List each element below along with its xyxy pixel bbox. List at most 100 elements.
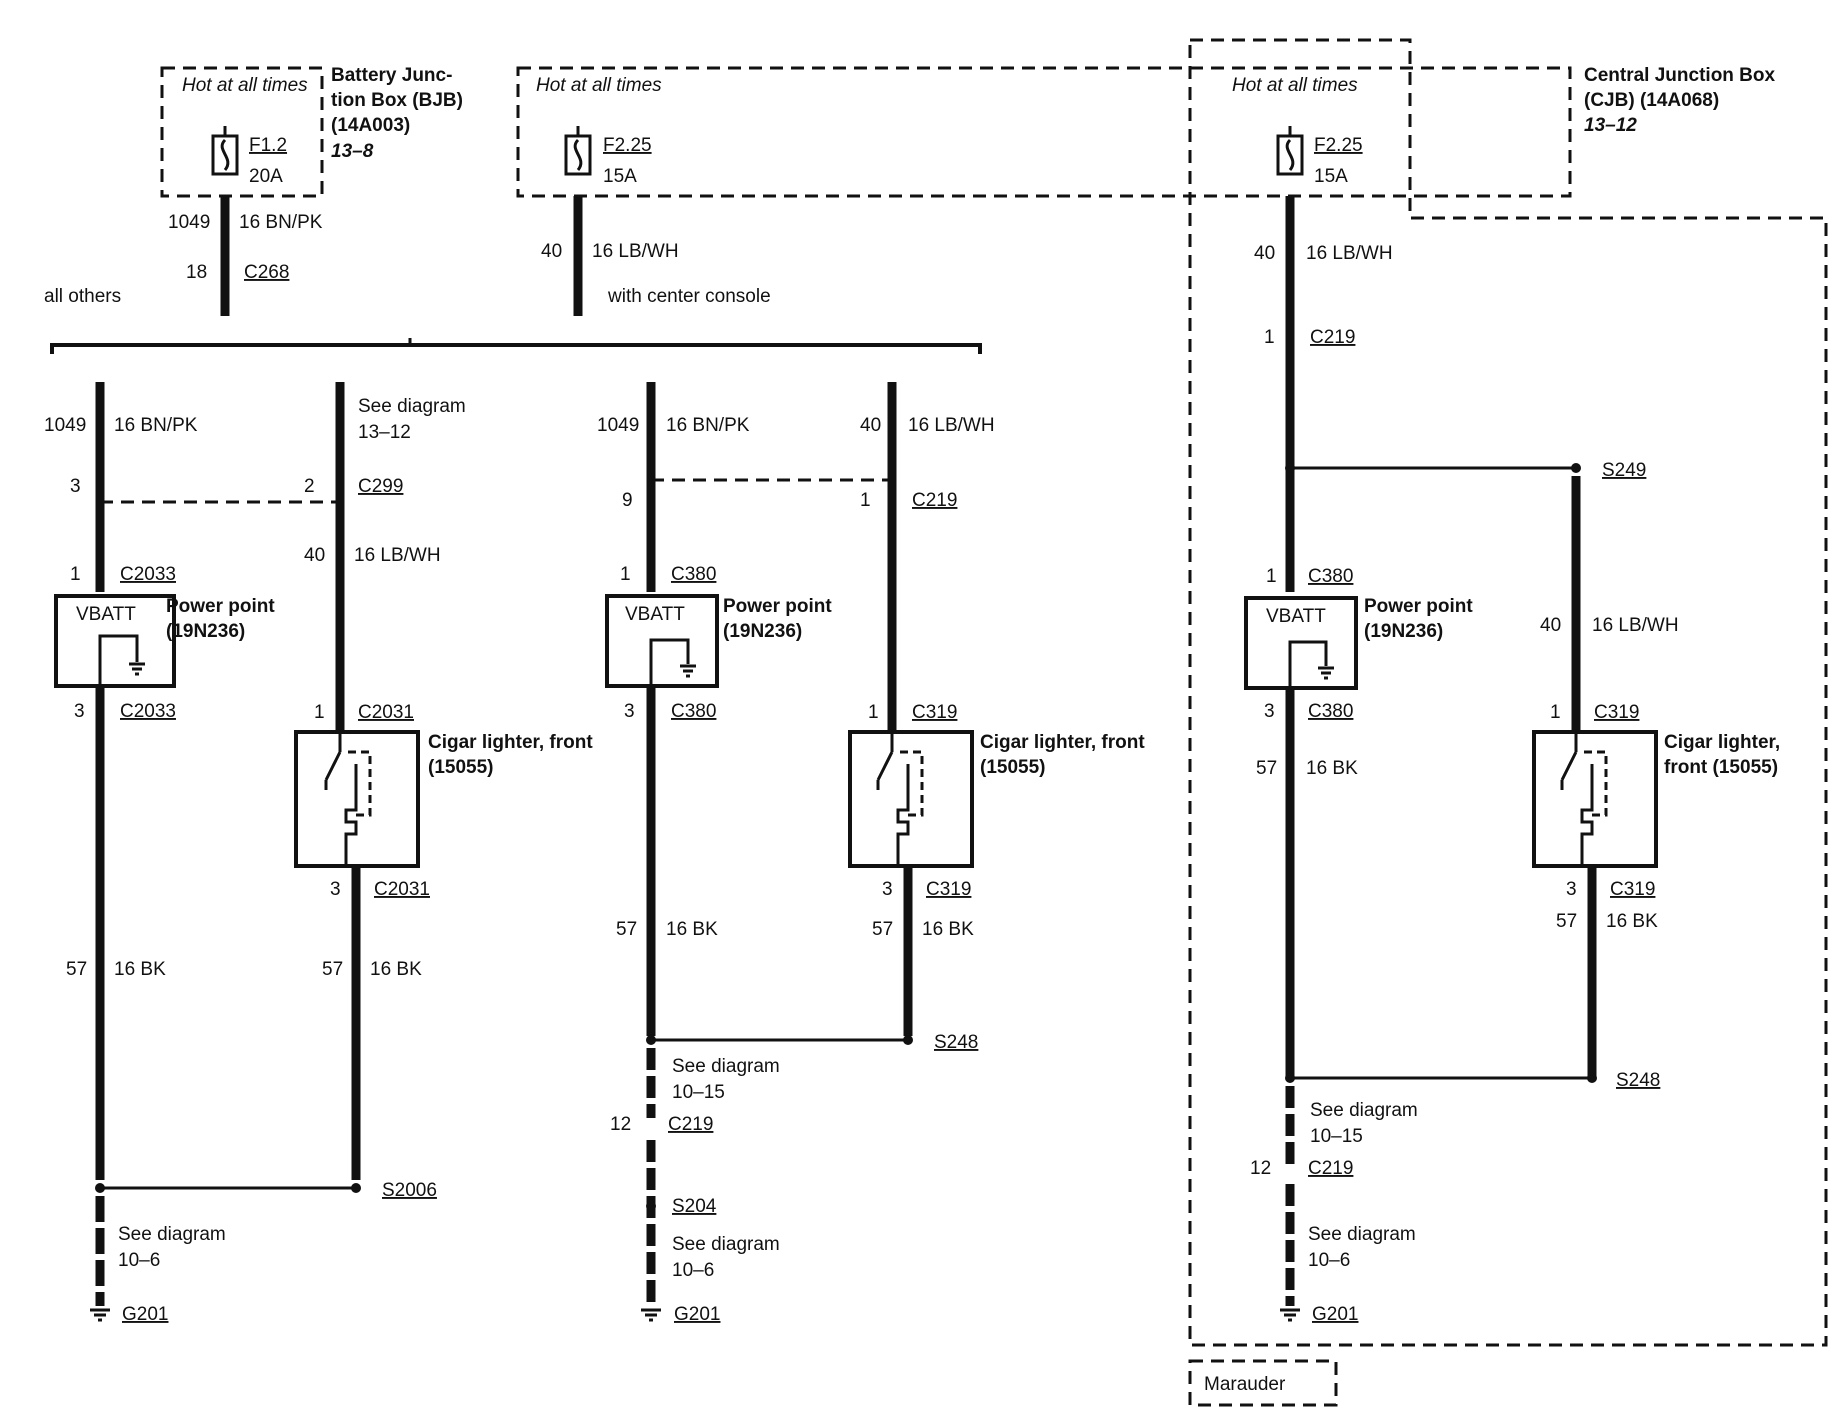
- power-point-c-name-2: (19N236): [1364, 621, 1443, 642]
- bjb-name-2: tion Box (BJB): [331, 90, 463, 111]
- g201-b-label: G201: [674, 1304, 720, 1325]
- colA-pin-1: 1: [70, 564, 81, 585]
- c219-c2-label: C219: [1308, 1158, 1353, 1179]
- colA-pin-3c: 3: [330, 879, 341, 900]
- s2006-label: S2006: [382, 1180, 437, 1201]
- power-point-a: [54, 594, 176, 688]
- bjb-fuse-id: F1.2: [249, 135, 287, 156]
- cigar-lighter-c-name-2: front (15055): [1664, 757, 1778, 778]
- g201-a-label: G201: [122, 1304, 168, 1325]
- colC-pin-1b: 1: [1266, 566, 1277, 587]
- colC-see-1: See diagram: [1310, 1100, 1418, 1121]
- marauder-dashed-outline: [1188, 38, 1828, 1347]
- c2033-bottom-label: C2033: [120, 701, 176, 722]
- colB-pin-3a: 3: [624, 701, 635, 722]
- g201-a-ground-icon: [90, 1308, 110, 1322]
- colC-circuit-40b: 40: [1540, 615, 1561, 636]
- colB-pin-9: 9: [622, 490, 633, 511]
- cjb-fuse-amp-2: 15A: [1314, 166, 1348, 187]
- c319-c-bottom-label: C319: [1610, 879, 1655, 900]
- colC-pin-12: 12: [1250, 1158, 1271, 1179]
- power-point-b-name-1: Power point: [723, 596, 832, 617]
- power-point-a-vbatt: VBATT: [76, 604, 136, 625]
- s248-c-label: S248: [1616, 1070, 1660, 1091]
- bjb-dashed-box: [160, 66, 324, 198]
- s249-label: S249: [1602, 460, 1646, 481]
- colA-circuit-57a: 57: [66, 959, 87, 980]
- bjb-name-1: Battery Junc-: [331, 65, 452, 86]
- cjb-name-2: (CJB) (14A068): [1584, 90, 1719, 111]
- bjb-name-3: (14A003): [331, 115, 410, 136]
- colA-see-2: See diagram: [118, 1224, 226, 1245]
- colC-see-1-ref: 10–15: [1310, 1126, 1363, 1147]
- marauder-label: Marauder: [1204, 1374, 1286, 1395]
- colC-wire-bk-a: 16 BK: [1306, 758, 1358, 779]
- colB-wire-bnpk: 16 BN/PK: [666, 415, 750, 436]
- colA-pin-1b: 1: [314, 702, 325, 723]
- colB-see-2: See diagram: [672, 1234, 780, 1255]
- power-point-a-name-1: Power point: [166, 596, 275, 617]
- colC-pin-3a: 3: [1264, 701, 1275, 722]
- colB-see-1: See diagram: [672, 1056, 780, 1077]
- colB-s204-dot: [646, 1201, 656, 1211]
- ground-icon: [129, 662, 145, 676]
- cjb-fuse-icon-1: [564, 126, 592, 176]
- variant-bracket: [50, 343, 982, 354]
- c380-c-bottom-label: C380: [1308, 701, 1353, 722]
- colA-see-1-ref: 13–12: [358, 422, 411, 443]
- cigar-lighter-c-name-1: Cigar lighter,: [1664, 732, 1780, 753]
- colA-see-2-ref: 10–6: [118, 1250, 160, 1271]
- bjb-fuse-amp: 20A: [249, 166, 283, 187]
- colC-pin-1c: 1: [1550, 702, 1561, 723]
- power-point-a-circuit: [98, 634, 139, 686]
- colB-circuit-57b: 57: [872, 919, 893, 940]
- colA-splice-dot-r: [351, 1183, 361, 1193]
- colC-pin-3b: 3: [1566, 879, 1577, 900]
- power-point-b-circuit: [649, 638, 690, 686]
- colA-circuit-57b: 57: [322, 959, 343, 980]
- colC-splice-dot-r: [1587, 1073, 1597, 1083]
- cjb-fuse-icon-2: [1276, 126, 1304, 176]
- cjb-hot-label-1: Hot at all times: [536, 75, 662, 96]
- cigar-lighter-c: [1532, 730, 1658, 868]
- colA-wire-lbwh: 16 LB/WH: [354, 545, 441, 566]
- colB-wire-bk-b: 16 BK: [922, 919, 974, 940]
- cjb-name-1: Central Junction Box: [1584, 65, 1776, 86]
- colC-pin-1a: 1: [1264, 327, 1275, 348]
- colC-circuit-57b: 57: [1556, 911, 1577, 932]
- power-point-c-vbatt: VBATT: [1266, 606, 1326, 627]
- bjb-circuit: 1049: [168, 212, 210, 233]
- ground-icon: [680, 664, 696, 678]
- power-point-c-circuit: [1288, 640, 1328, 688]
- c2031-bottom-label: C2031: [374, 879, 430, 900]
- ground-icon: [1318, 666, 1334, 680]
- colA-wire-bk-b: 16 BK: [370, 959, 422, 980]
- colB-pin-1b: 1: [620, 564, 631, 585]
- s248-b-label: S248: [934, 1032, 978, 1053]
- colB-see-1-ref: 10–15: [672, 1082, 725, 1103]
- c219-b2-label: C219: [668, 1114, 713, 1135]
- colA-pin-3b: 3: [74, 701, 85, 722]
- cjb-hot-label-2: Hot at all times: [1232, 75, 1358, 96]
- c380-b-top-label: C380: [671, 564, 716, 585]
- colC-see-2-ref: 10–6: [1308, 1250, 1350, 1271]
- cjb-fuse-id-2: F2.25: [1314, 135, 1363, 156]
- bjb-fuse-icon: [211, 126, 239, 176]
- cjb-ref: 13–12: [1584, 115, 1637, 136]
- colC-circuit-57a: 57: [1256, 758, 1277, 779]
- colA-splice-dot-l: [95, 1183, 105, 1193]
- g201-c-ground-icon: [1280, 1308, 1300, 1322]
- c319-b-bottom-label: C319: [926, 879, 971, 900]
- colB-splice-dot-r: [903, 1035, 913, 1045]
- s204-label: S204: [672, 1196, 717, 1217]
- c319-b-top-label: C319: [912, 702, 957, 723]
- colC-wire-bk-b: 16 BK: [1606, 911, 1658, 932]
- c268-label: C268: [244, 262, 289, 283]
- bjb-pin: 18: [186, 262, 207, 283]
- mid-note: with center console: [607, 286, 771, 307]
- power-point-b-name-2: (19N236): [723, 621, 802, 642]
- c219-c-top-label: C219: [1310, 327, 1355, 348]
- colA-see-1: See diagram: [358, 396, 466, 417]
- colA-circuit-1049: 1049: [44, 415, 86, 436]
- mid-circuit: 40: [541, 241, 562, 262]
